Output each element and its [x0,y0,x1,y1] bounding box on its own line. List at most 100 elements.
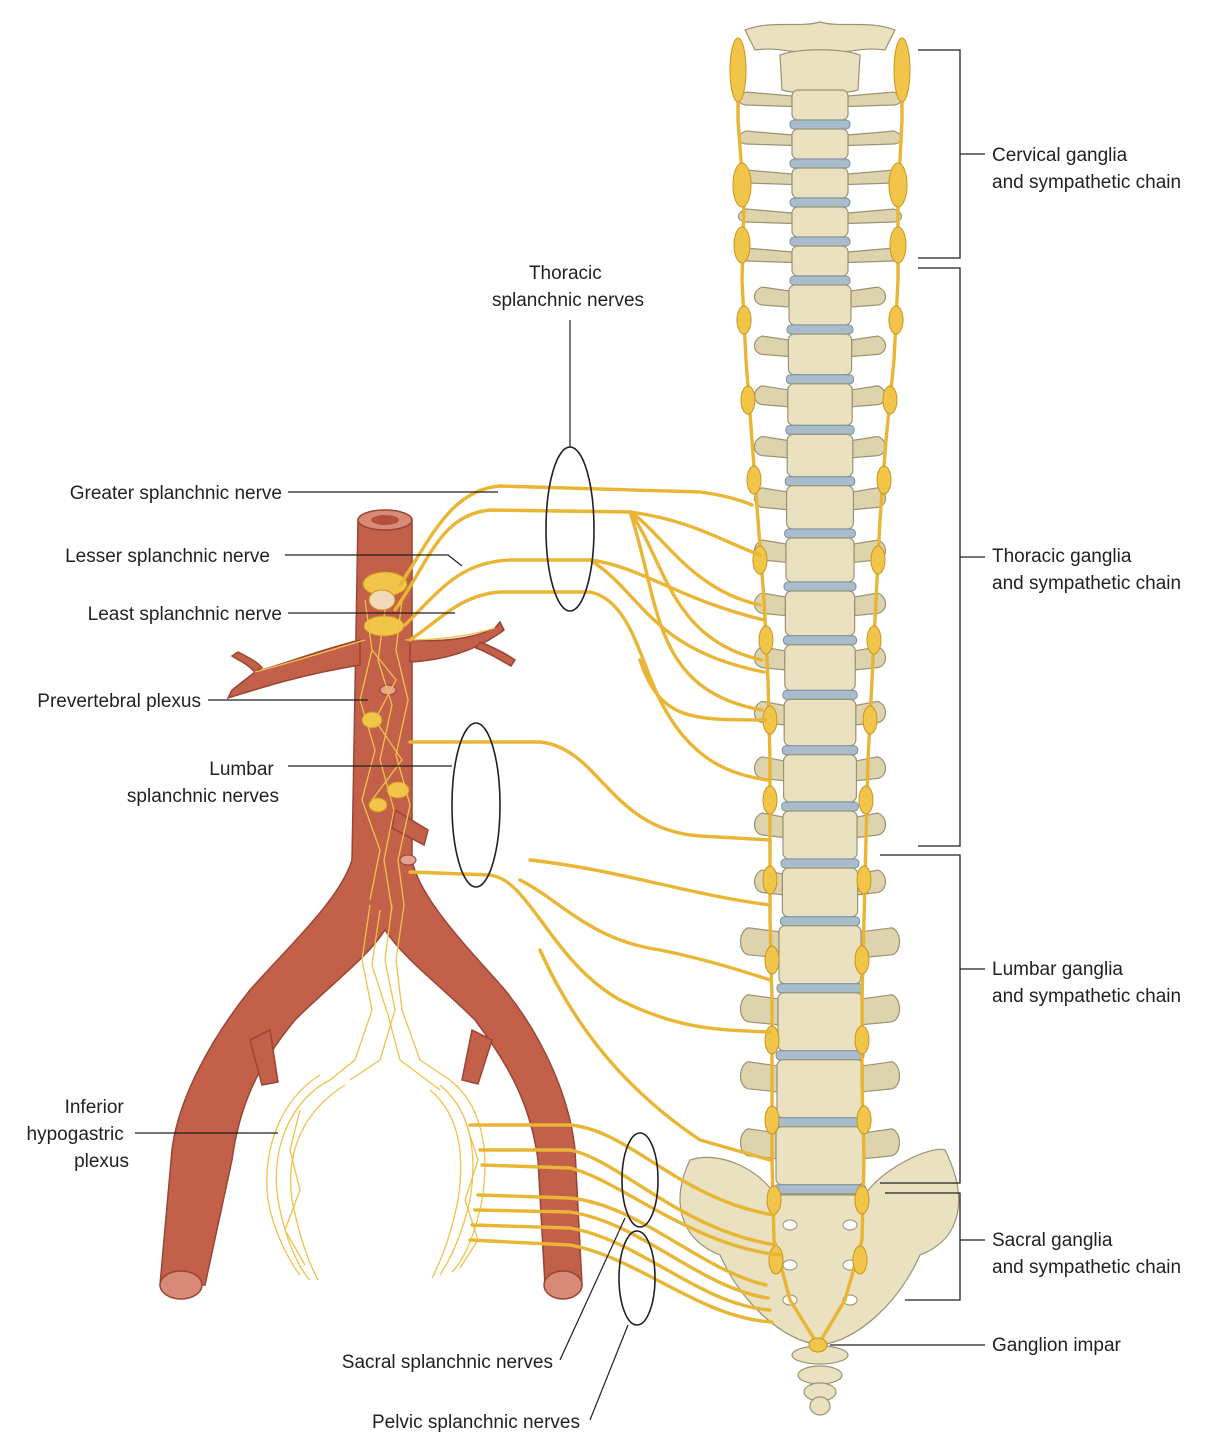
inferior-hypogastric-line2: hypogastric [27,1124,124,1145]
intervertebral-disc [781,745,859,756]
ganglion-impar [808,1337,828,1353]
vertebra [739,1059,901,1128]
vertebral-body [791,89,849,121]
sacral-splanchnic-ellipse [621,1132,659,1228]
coccyx-segment [809,1396,831,1416]
greater-splanchnic-label: Greater splanchnic nerve [70,483,282,504]
intervertebral-disc [789,197,851,208]
vertebral-body [785,537,855,583]
chain-ganglion [876,465,892,495]
intervertebral-disc [784,528,856,539]
chain-ganglion [882,385,898,415]
vertebral-body [782,810,858,860]
chain-ganglion [746,465,762,495]
prevertebral-plexus [254,571,496,1281]
transverse-process [847,130,903,147]
lumbar-splanchnic-line1: Lumbar [209,759,274,780]
transverse-process [737,130,793,147]
intervertebral-disc [785,424,855,435]
chain-ganglion [870,545,886,575]
chain-ganglion [866,625,882,655]
transverse-process [852,435,887,459]
pelvic-splanchnic-label: Pelvic splanchnic nerves [372,1412,580,1433]
transverse-process [753,335,789,358]
vertebra [737,206,903,247]
vertebral-body [786,433,854,478]
vertebral-body [791,167,849,199]
intervertebral-disc [785,374,855,385]
transverse-process [851,335,887,358]
aorta [159,509,583,1300]
chain-ganglion [858,785,874,815]
vertebra [737,128,903,169]
least-splanchnic-label: Least splanchnic nerve [88,604,282,625]
cervical-ganglia-line2: and sympathetic chain [992,172,1181,193]
inferior-hypogastric-line3: plexus [74,1151,129,1172]
pelvic-splanchnic-ellipse [618,1230,656,1326]
intervertebral-disc [782,689,858,700]
transverse-process [847,91,903,108]
vertebra [753,644,887,700]
vertebral-body [785,485,854,530]
chain-ganglion [854,945,870,975]
transverse-process [850,286,887,308]
sacral-ganglia-line1: Sacral ganglia [992,1230,1113,1251]
thoracic-ganglia-line1: Thoracic ganglia [992,546,1132,567]
chain-ganglion [862,705,878,735]
thoracic-bracket [918,267,985,847]
transverse-process [737,91,793,108]
transverse-process [862,1061,901,1093]
vertebral-body [791,206,849,238]
intervertebral-disc [783,581,857,592]
vertebra [753,433,887,487]
vertebra [737,167,903,208]
vertebral-body [777,992,863,1052]
intervertebral-disc [782,635,858,646]
vertebral-body [791,245,849,277]
intervertebral-disc [789,236,851,247]
transverse-process [753,385,789,408]
transverse-process [753,286,790,308]
transverse-process [856,812,887,839]
chain-ganglion [758,625,774,655]
chain-ganglion [762,865,778,895]
chain-ganglion [766,1185,782,1215]
lumbar-splanchnic-line2: splanchnic nerves [127,786,279,807]
vertebra [753,383,887,435]
lumbar-ganglia-label: Lumbar ganglia and sympathetic chain [992,959,1181,1007]
vertebra [753,284,887,335]
transverse-process [854,592,887,617]
pelvic-splanchnic-nerves [468,1193,774,1324]
chain-ganglion [764,1105,780,1135]
transverse-process [861,994,901,1026]
intervertebral-disc [789,119,851,130]
chain-ganglion [888,305,904,335]
lumbar-ganglia-line1: Lumbar ganglia [992,959,1123,980]
vertebral-body [778,925,862,985]
intervertebral-disc [774,1117,866,1128]
cervical-bracket [918,49,985,259]
vertebral-body [788,284,852,326]
thoracic-splanchnic-ellipse [545,446,595,612]
intervertebral-disc [780,858,860,869]
lumbar-splanchnic-label: Lumbar splanchnic nerves [127,759,279,807]
sacral-bracket [885,1192,985,1301]
transverse-process [847,208,903,225]
inferior-hypogastric-label: Inferior hypogastric plexus [27,1097,129,1172]
vertebral-body [776,1059,864,1119]
chain-ganglion [764,945,780,975]
vertebral-body [782,754,857,803]
thoracic-splanchnic-line2: splanchnic nerves [492,290,644,311]
sacral-foramen [842,1219,858,1231]
intervertebral-disc [784,476,856,487]
inferior-hypogastric-line1: Inferior [65,1097,125,1118]
intervertebral-disc [789,275,851,286]
vertebral-body [791,128,849,160]
vertebral-body [783,698,857,747]
sacral-foramen [782,1219,798,1231]
transverse-process [753,435,788,459]
vertebral-body [784,644,856,691]
vertebra [753,333,887,385]
vertebra [737,245,903,286]
